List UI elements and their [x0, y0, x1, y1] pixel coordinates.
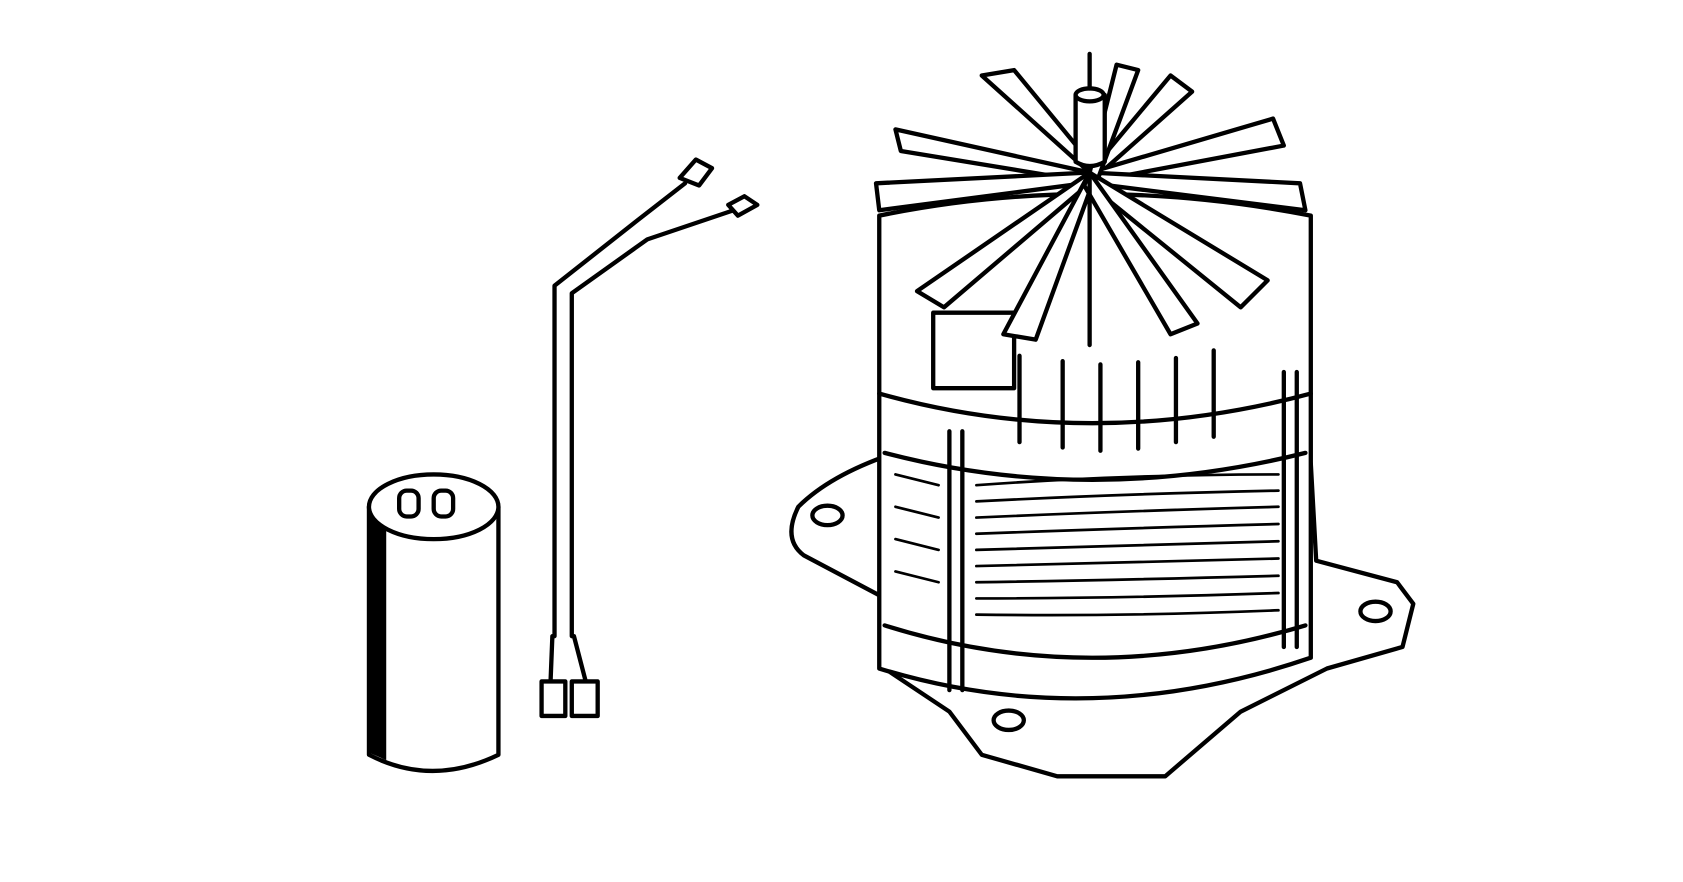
wire-lead [539, 157, 760, 719]
winding-coils [894, 473, 1280, 617]
capacitor [366, 472, 501, 774]
fan-blades [873, 62, 1308, 348]
electric-motor [789, 51, 1416, 779]
